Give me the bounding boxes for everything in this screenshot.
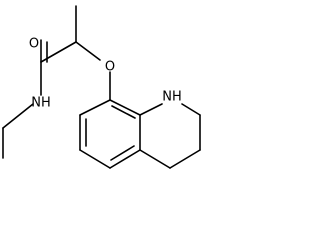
bonds — [2, 5, 201, 169]
bond-nh-c2 — [181, 103, 201, 116]
bond-c4-c4a — [139, 149, 171, 169]
bond-ring-c8-c8a — [109, 99, 141, 116]
bond-c-alpha — [40, 41, 77, 63]
bond-n-ch2 — [2, 103, 34, 129]
label-ether-oxygen: O — [105, 60, 115, 75]
atom-labels: O NH O NH — [29, 37, 182, 111]
bond-alpha-oxygen — [75, 41, 101, 61]
label-ring-nitrogen: NH — [162, 90, 182, 105]
bond-inner-2 — [110, 145, 135, 161]
label-carbonyl-oxygen: O — [29, 37, 39, 52]
structure-diagram: O NH O NH — [2, 5, 201, 169]
bond-ring-c4a-c5 — [109, 149, 141, 169]
bond-ring-c5-c6 — [79, 149, 111, 169]
bond-inner-1 — [111, 105, 136, 119]
label-amide-nitrogen: NH — [31, 96, 51, 111]
bond-c8a-nh — [139, 103, 163, 116]
bond-ring-c7-c8 — [79, 99, 111, 116]
bond-c3-c4 — [169, 149, 201, 169]
